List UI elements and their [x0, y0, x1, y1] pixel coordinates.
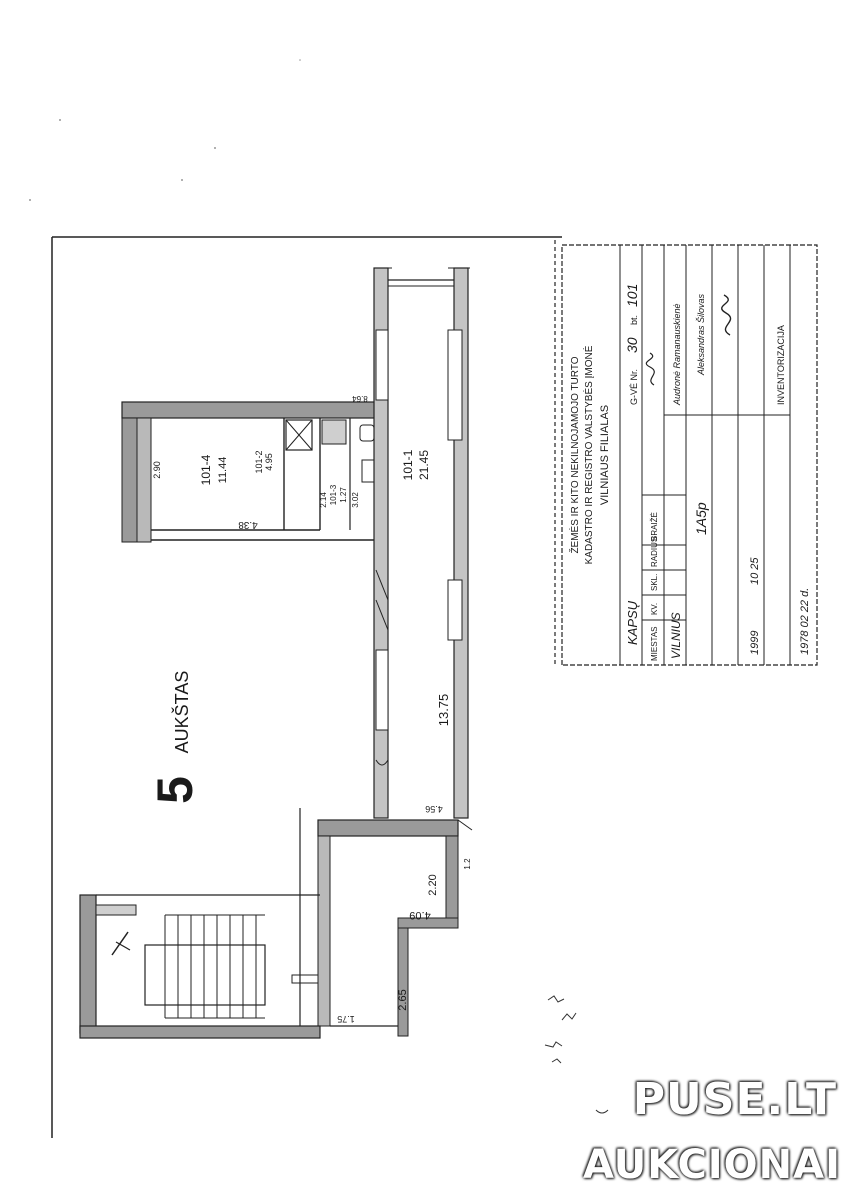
dimension-label: 2.90: [152, 461, 162, 479]
dimension-label: 1.75: [337, 1014, 355, 1024]
stamp-code: 1A5p: [693, 502, 709, 535]
watermark-line-2: AUKCIONAI: [583, 1142, 841, 1188]
stamp-header-line: VILNIAUS FILIALAS: [599, 405, 611, 505]
room-area: 21.45: [417, 450, 431, 480]
lower-room-walls: [299, 808, 459, 1037]
stamp-apartment-no: 101: [624, 284, 640, 307]
stamp-house-no: 30: [624, 337, 640, 353]
room-code: 101-2: [254, 450, 264, 473]
stamp-inspector: Aleksandras Šilovas: [696, 293, 706, 376]
stamp-col-header: RADIUS: [650, 537, 659, 567]
dimension-label: 1.2: [463, 858, 472, 870]
stamp-header-line: ŽEMĖS IR KITO NEKILNOJAMOJO TURTO: [568, 356, 581, 553]
dimension-label: 3.02: [351, 492, 360, 508]
stamp-col-header: MIESTAS: [650, 626, 659, 661]
stamp-gatve-label: G-VĖ Nr.: [629, 369, 639, 405]
signature-mark: [721, 294, 732, 336]
room-area: 4.95: [264, 453, 274, 471]
dimension-label: 8.64: [352, 394, 368, 403]
signature-mark: [645, 352, 655, 386]
dimension-label: 4.56: [425, 804, 443, 814]
floor-number: 5: [147, 776, 203, 804]
room-area: 11.44: [217, 457, 229, 484]
stamp-city: VILNIUS: [669, 612, 683, 659]
dimension-label: 2.20: [427, 874, 439, 895]
scan-marks: [544, 995, 609, 1114]
room-area: 1.27: [339, 487, 348, 503]
stamp-date: 10 25: [749, 557, 761, 585]
stamp-inventory-date: 1978 02 22 d.: [799, 588, 811, 655]
stamp-col-header: BRAIŽĖ: [650, 512, 659, 541]
dimension-label: 13.75: [436, 694, 451, 727]
stamp-col-header: KV.: [650, 603, 659, 615]
right-frame: [457, 240, 556, 831]
dimension-label: 2.65: [397, 989, 409, 1010]
floor-word: AUKŠTAS: [171, 671, 192, 754]
room-101-4-walls: [121, 401, 385, 543]
corridor-walls: [373, 267, 470, 819]
plan-border: [51, 236, 562, 1138]
stamp-bt-label: bt.: [629, 315, 639, 325]
room-code: 101-3: [329, 484, 338, 505]
plan-labels: 5 AUKŠTAS 101-4 11.44 101-1 21.45 101-2 …: [147, 394, 472, 1024]
watermark-line-1: PUSE.LT: [632, 1074, 837, 1125]
dimension-label: 2.14: [319, 492, 328, 508]
stamp-col-header: SKL.: [650, 574, 659, 591]
dimension-label: 4.38: [238, 519, 258, 530]
stamp-street: KAPSŲ: [625, 600, 640, 645]
stamp-inspector: Audronė Ramanauskienė: [672, 303, 682, 406]
dimension-label: 4.09: [409, 909, 430, 921]
room-code: 101-1: [401, 449, 415, 480]
room-code: 101-4: [199, 454, 213, 485]
registry-stamp: ŽEMĖS IR KITO NEKILNOJAMOJO TURTO KADAST…: [561, 244, 818, 666]
stamp-year: 1999: [749, 631, 761, 655]
stamp-inventory-label: INVENTORIZACIJA: [776, 325, 786, 405]
stamp-header-line: KADASTRO IR REGISTRO VALSTYBĖS ĮMONĖ: [582, 345, 595, 564]
staircase: [79, 894, 321, 1039]
